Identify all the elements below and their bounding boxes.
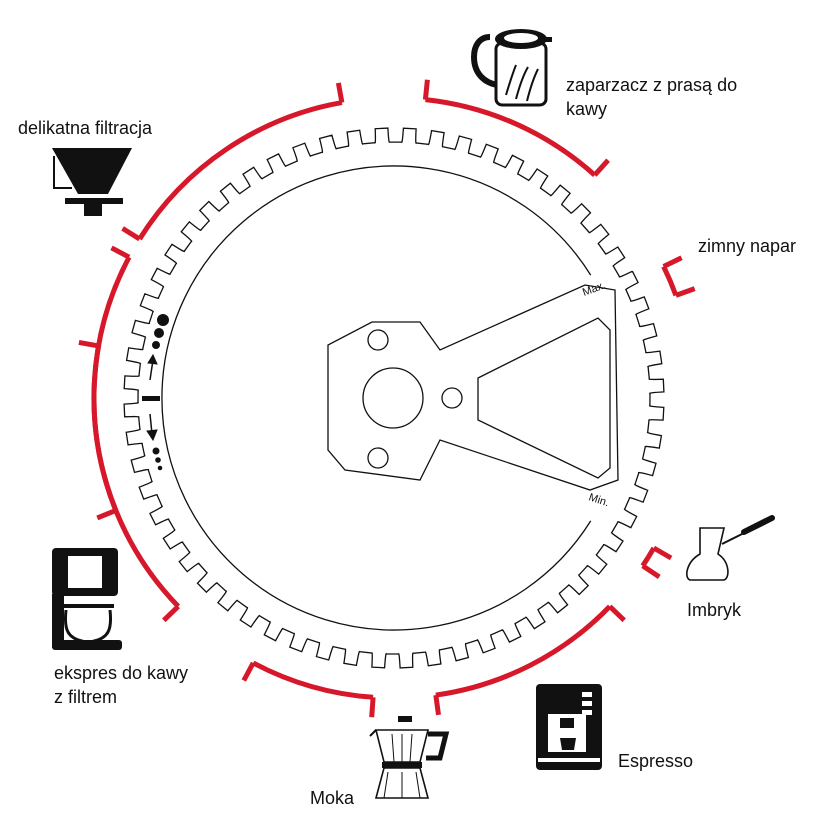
grind-range-tick [162, 604, 180, 623]
hub-center-hole [362, 367, 424, 429]
grind-gear-wheel [123, 127, 665, 669]
label-espresso: Espresso [618, 751, 694, 771]
grind-range-arc [435, 604, 612, 698]
grind-range-tick [121, 226, 141, 242]
grind-range-arc [252, 660, 374, 700]
grind-range-tick [422, 79, 430, 100]
grind-range-tick [652, 545, 673, 561]
inner-ring-track [161, 165, 592, 631]
grind-range-tick [369, 697, 376, 718]
pour-over-dripper-icon [52, 148, 132, 216]
grind-range-tick [641, 563, 661, 579]
label-moka: Moka [310, 788, 355, 808]
hub-window [477, 317, 611, 479]
hub-hole-bottom [367, 447, 389, 469]
grind-range-tick [662, 255, 683, 269]
coarse-fine-dots-icon [142, 314, 169, 471]
label-drip: ekspres do kawy z filtrem [54, 663, 189, 707]
hub-hole-top [367, 329, 389, 351]
label-turkish: Imbryk [687, 600, 741, 620]
grind-range-tick [110, 245, 131, 260]
grind-range-tick [241, 661, 256, 682]
hub-hole-right [441, 387, 463, 409]
grind-range-arc [640, 546, 656, 568]
moka-pot-icon [369, 716, 450, 799]
grind-range-arc [91, 345, 180, 609]
hub-plate [327, 284, 619, 491]
grind-range-arc [661, 265, 679, 297]
grind-range-tick [608, 604, 626, 623]
grind-range-tick [675, 286, 696, 298]
cezve-icon [686, 515, 775, 581]
label-french-press: zaparzacz z prasą do kawy [566, 75, 738, 119]
grind-range-tick [96, 508, 117, 521]
grind-range-arc [425, 97, 597, 177]
grind-range-tick [335, 82, 345, 104]
espresso-machine-icon [536, 684, 602, 770]
label-pour-over: delikatna filtracja [18, 118, 153, 138]
grind-range-ring [78, 79, 696, 718]
max-label: Max. [581, 279, 608, 298]
french-press-icon [470, 29, 552, 107]
grind-range-tick [78, 339, 100, 349]
min-label: Min. [587, 491, 610, 509]
grind-range-tick [433, 694, 441, 716]
drip-coffee-maker-icon [52, 548, 122, 650]
label-cold-brew: zimny napar [698, 236, 797, 256]
grind-range-tick [592, 158, 610, 177]
grind-range-arc [137, 100, 343, 241]
